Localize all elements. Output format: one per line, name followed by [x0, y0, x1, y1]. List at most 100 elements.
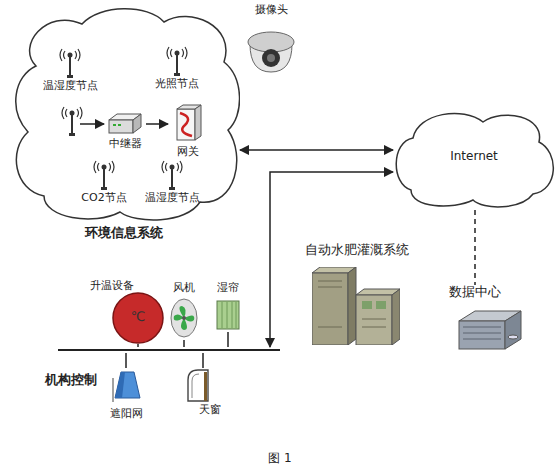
antenna-symbol	[69, 56, 71, 77]
server-symbol	[455, 307, 525, 353]
cabinet-symbol	[356, 295, 392, 345]
antenna-symbol	[62, 107, 82, 136]
antenna-symbol	[58, 48, 82, 78]
relay-symbol	[109, 120, 133, 133]
decoration-layer	[69, 133, 75, 136]
node-label: 遮阳网	[100, 408, 152, 421]
cloud-outline	[8, 4, 240, 222]
shade-symbol	[115, 372, 125, 398]
cabinet-symbol	[318, 281, 342, 327]
node-label: 机构控制	[36, 373, 106, 388]
cabinet-symbol	[362, 301, 372, 309]
figure-caption: 图 1	[0, 452, 560, 466]
connector-line	[227, 332, 229, 347]
antenna-symbol	[176, 54, 178, 75]
relay-symbol	[113, 124, 116, 126]
node-label: 数据中心	[435, 285, 515, 300]
sensor-node: 温湿度节点	[140, 160, 204, 210]
fan-symbol	[182, 316, 186, 320]
irrigation-system: 自动水肥灌溉系统	[292, 243, 422, 348]
bus-line	[58, 347, 280, 353]
cloud-outline	[16, 9, 240, 220]
gateway-symbol	[195, 105, 201, 140]
window-symbol	[184, 368, 210, 402]
cabinet-symbol	[312, 273, 348, 345]
node-label: 自动水肥灌溉系统	[292, 243, 422, 258]
antenna-symbol	[174, 73, 180, 76]
camera-node: 摄像头	[238, 4, 304, 84]
antenna-symbol	[67, 75, 73, 78]
server-symbol	[463, 327, 501, 339]
decoration-layer	[62, 107, 82, 119]
connector-line	[137, 344, 139, 347]
sensor-node: CO2节点	[72, 160, 136, 210]
skylight: 天窗	[180, 368, 226, 420]
antenna-symbol	[169, 187, 175, 190]
cabinet-symbol	[362, 319, 386, 327]
curtain-symbol	[217, 301, 239, 329]
server-symbol	[455, 307, 525, 353]
connector-line	[183, 340, 185, 347]
antenna-symbol	[175, 51, 180, 56]
decoration-layer	[70, 111, 75, 116]
sensor-node: 光照节点	[145, 46, 209, 96]
node-label: 天窗	[194, 404, 226, 417]
node-label: 中继器	[104, 138, 146, 151]
cabinet-symbol	[312, 267, 400, 345]
bus-line	[58, 349, 280, 351]
node-label: 风机	[166, 282, 202, 295]
gateway-node: 网关	[168, 104, 208, 162]
connector-line	[202, 353, 204, 368]
window-symbol	[192, 374, 199, 398]
node-label: 摄像头	[238, 4, 304, 17]
camera-symbol	[246, 26, 296, 76]
window-symbol	[188, 370, 208, 401]
cabinet-symbol	[392, 289, 400, 345]
sensor-node: 温湿度节点	[38, 48, 102, 98]
fan-device: 风机	[166, 282, 202, 340]
fan-symbol	[171, 299, 197, 337]
connector-line	[474, 210, 476, 285]
heater-circle	[113, 293, 163, 343]
gateway-symbol	[173, 104, 203, 142]
camera-symbol	[267, 54, 275, 62]
node-label: 温湿度节点	[140, 192, 204, 205]
relay-node: 中继器	[104, 110, 146, 154]
shade-symbol	[113, 378, 114, 402]
antenna-symbol	[170, 165, 175, 170]
node-label: 升温设备	[82, 280, 142, 293]
shade-symbol	[115, 372, 140, 398]
antenna-symbol	[60, 49, 80, 61]
node-label: ℃	[112, 310, 164, 325]
curtain-symbol	[222, 302, 236, 328]
curtain-symbol	[216, 300, 240, 330]
antenna-symbol	[101, 187, 107, 190]
shade-net: 遮阳网	[100, 368, 152, 428]
server-symbol	[459, 321, 505, 349]
relay-symbol	[107, 112, 143, 134]
node-label: 光照节点	[145, 78, 209, 91]
fan-symbol	[174, 306, 195, 330]
camera-symbol	[246, 26, 296, 76]
curtain-symbol	[216, 300, 240, 330]
server-symbol	[508, 335, 518, 339]
heater-device: 升温设备℃	[100, 280, 176, 344]
cloud-outline	[8, 4, 240, 222]
decoration-layer	[71, 114, 73, 135]
shade-symbol	[112, 368, 142, 402]
antenna-symbol	[160, 160, 184, 190]
camera-symbol	[262, 49, 280, 67]
bus-line	[58, 347, 280, 353]
node-label: 网关	[168, 146, 208, 159]
node-label: CO2节点	[72, 192, 136, 205]
internet-cloud: Internet	[393, 108, 555, 210]
connector-line	[240, 149, 393, 151]
data-center: 数据中心	[435, 285, 535, 357]
gateway-symbol	[180, 113, 192, 136]
antenna-symbol	[92, 160, 116, 190]
relay-symbol	[118, 124, 121, 126]
node-label: 环境信息系统	[8, 226, 240, 241]
